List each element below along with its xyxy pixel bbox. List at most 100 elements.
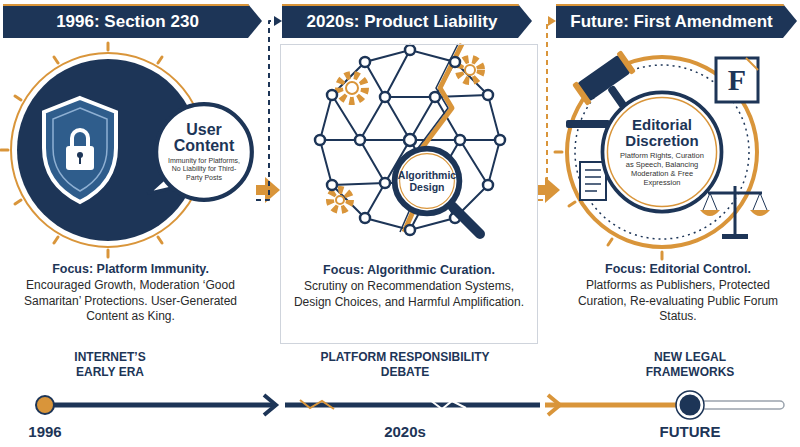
editorial-illustration-part-part [753,193,760,210]
editorial-illustration-part-part [585,169,601,171]
timeline-part [545,403,680,408]
dashed-arrow [256,16,282,200]
editorial-illustration-part [700,210,720,216]
network-illustration-part-part [483,90,493,100]
timeline-part [45,403,275,408]
shield-illustration-part-part [15,200,21,204]
focus-text: Focus: Editorial Control. Platforms as Pu… [560,262,796,325]
focus-heading: Focus: Platform Immunity. [5,262,256,276]
network-illustration-part-part [320,50,500,230]
banner-title: 2020s: Product Liability [307,12,498,32]
network-illustration-part-part [327,180,337,190]
editorial-illustration-part-part [572,81,592,106]
era-panel: Focus: Editorial Control. Platforms as Pu… [560,44,796,344]
connector-line [256,21,276,200]
focus-heading: Focus: Algorithmic Curation. [281,263,537,277]
network-illustration-part-part [336,196,344,204]
bubble-circle [156,104,252,200]
circle-rim [602,92,721,211]
network-illustration-part-part [315,135,325,145]
bubble-note: Immunity for Platforms, No Liability for… [166,157,242,182]
network-illustration-part-part [459,59,481,81]
shield-illustration-part-part [107,43,110,50]
era-banner: 2020s: Product Liability [282,4,532,38]
banner-title: 1996: Section 230 [56,12,199,32]
shield-illustration-part [44,98,116,202]
shield-illustration-part-part [1,149,8,152]
block-arrow [256,177,280,203]
editorial-illustration-part-part [585,176,601,178]
magnifier-lens-content: Algorithmic Design [391,145,463,217]
year-label: 2020s [370,423,440,440]
timeline-part [264,395,276,415]
connector-line [256,185,268,195]
era-label: INTERNET’S EARLY ERA [60,350,160,380]
arrow-head [545,177,560,203]
connector-line [538,21,550,200]
lens-rim [395,149,460,214]
arrow-head [265,177,280,203]
lens-title: Algorithmic Design [398,169,456,193]
network-illustration-part-part [360,213,370,223]
network-illustration-part [315,45,505,235]
shield-illustration-part-part [158,237,162,243]
era-panel: Focus: Algorithmic Curation. Scrutiny on … [280,44,538,344]
magnifier-lens: Algorithmic Design [391,145,463,217]
network-illustration-part-part [404,134,416,146]
era-banner: Future: First Amendment [556,4,797,38]
focus-circle: Editorial DiscretionPlatform Rights, Cur… [600,90,724,214]
network-illustration-part-part [330,190,350,210]
shield-illustration-part [79,156,81,164]
editorial-illustration-part [585,170,601,191]
editorial-illustration-part [580,162,606,200]
arrow-head [274,16,282,26]
focus-circle-content: Editorial DiscretionPlatform Rights, Cur… [600,90,724,214]
editorial-illustration-part [750,210,770,216]
timeline-part [36,396,54,414]
banner-title: Future: First Amendment [570,12,772,32]
shield-illustration-part-part [15,96,21,100]
editorial-illustration-part [708,192,762,195]
focus-body: Encouraged Growth, Moderation ‘Good Sama… [5,278,256,325]
circle-title: Editorial Discretion [616,117,708,149]
editorial-illustration-part-part [661,252,664,259]
network-illustration-part [320,50,500,230]
network-illustration-part-part [346,82,358,94]
timeline [36,391,784,419]
era-panel: Focus: Platform Immunity. Encouraged Grow… [5,44,256,344]
dashed-arrow [538,16,556,200]
shield-illustration-part-part [158,57,162,63]
editorial-illustration-part-part [585,183,601,185]
editorial-illustration-part-part [616,50,636,75]
shield-illustration-part [53,108,107,191]
speech-bubble: User ContentImmunity for Platforms, No L… [152,100,256,204]
year-label: FUTURE [650,423,730,440]
network-illustration-part-part [405,45,415,55]
network-illustration-part-part [450,57,460,67]
network-illustration-part-part [355,135,365,145]
editorial-illustration-part [746,58,758,70]
editorial-illustration-part-part [710,193,717,210]
timeline-part [430,400,466,409]
editorial-illustration-part [566,120,610,128]
focus-body: Platforms as Publishers, Protected Curat… [560,278,796,325]
network-illustration-part-part [339,75,365,101]
network-illustration-part-part [465,65,475,75]
network-illustration-part-part [360,57,370,67]
network-illustration-part [452,206,480,234]
shield-illustration-part-part [107,250,110,257]
focus-heading: Focus: Editorial Control. [560,262,796,276]
timeline-part [678,393,702,417]
network-illustration-part-part [380,178,390,188]
network-illustration [315,44,505,235]
focus-body: Scrutiny on Recommendation Systems, Desi… [281,279,537,310]
network-illustration-part-part [327,90,337,100]
editorial-illustration-part [716,58,758,102]
shield-illustration-part [1,43,162,257]
shield-illustration-part-part [54,57,58,63]
letter-icon: F [716,58,758,102]
network-illustration-part-part [495,135,505,145]
connector-line [538,185,548,195]
